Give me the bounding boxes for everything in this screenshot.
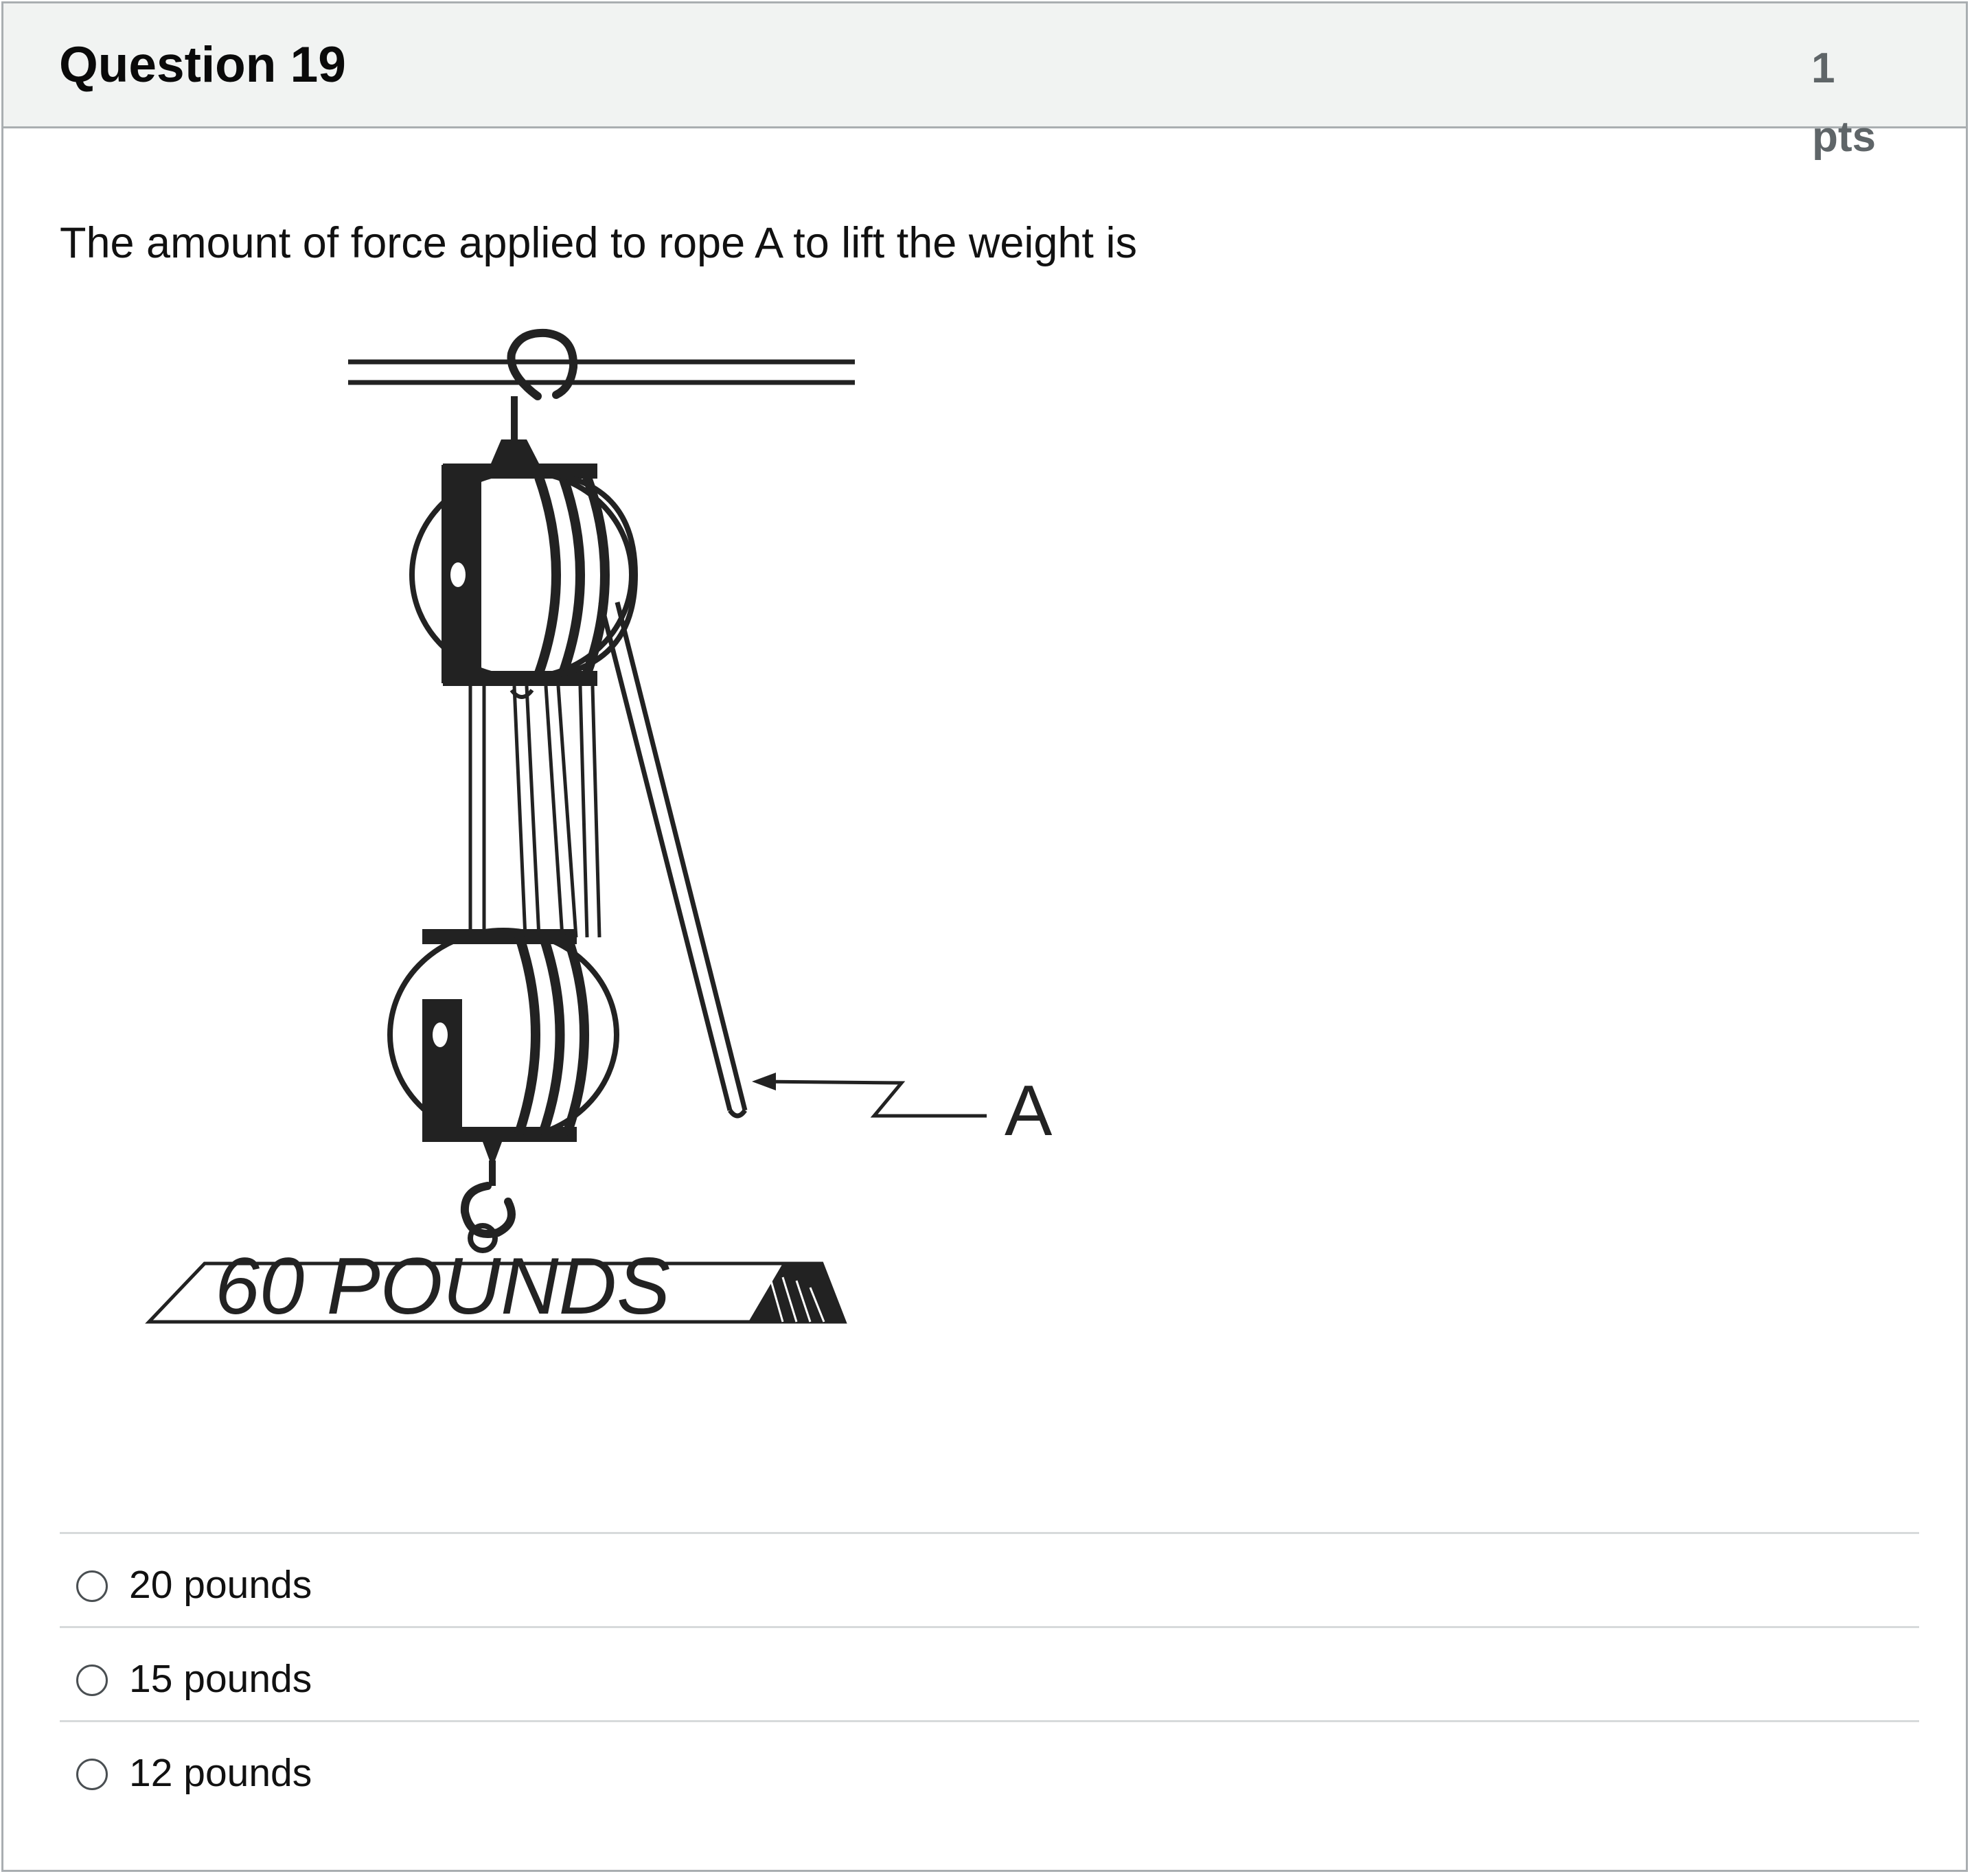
radio-button[interactable] [76, 1570, 108, 1602]
answer-label: 15 pounds [129, 1657, 312, 1701]
points-value: 1 [1811, 45, 1835, 92]
pulley-diagram: 60 POUNDS A [145, 328, 1053, 1331]
rope-a [598, 602, 748, 1119]
points-unit: pts [1812, 113, 1876, 161]
answer-label: 20 pounds [129, 1563, 312, 1607]
rope-a-label: A [1005, 1071, 1053, 1151]
pulley-ropes [468, 685, 601, 938]
question-header: Question 19 1 pts [3, 3, 1966, 161]
bottom-hook-icon [460, 1142, 516, 1253]
question-prompt: The amount of force applied to rope A to… [60, 219, 1137, 267]
lower-pulley-block [387, 928, 619, 1142]
weight-block: 60 POUNDS [145, 1241, 847, 1331]
ceiling-bar [348, 359, 855, 385]
rope-a-pointer: A [752, 1071, 1053, 1151]
answer-option-12-pounds[interactable]: 12 pounds [60, 1720, 1919, 1814]
answer-option-15-pounds[interactable]: 15 pounds [60, 1626, 1919, 1720]
weight-label: 60 POUNDS [215, 1241, 670, 1331]
answer-list: 20 pounds 15 pounds 12 pounds [60, 1532, 1919, 1814]
top-hook-icon [491, 328, 578, 464]
answer-option-20-pounds[interactable]: 20 pounds [60, 1532, 1919, 1626]
radio-button[interactable] [76, 1665, 108, 1696]
answer-label: 12 pounds [129, 1751, 312, 1795]
upper-pulley-block [409, 464, 639, 686]
radio-button[interactable] [76, 1759, 108, 1790]
question-title: Question 19 [59, 37, 346, 93]
